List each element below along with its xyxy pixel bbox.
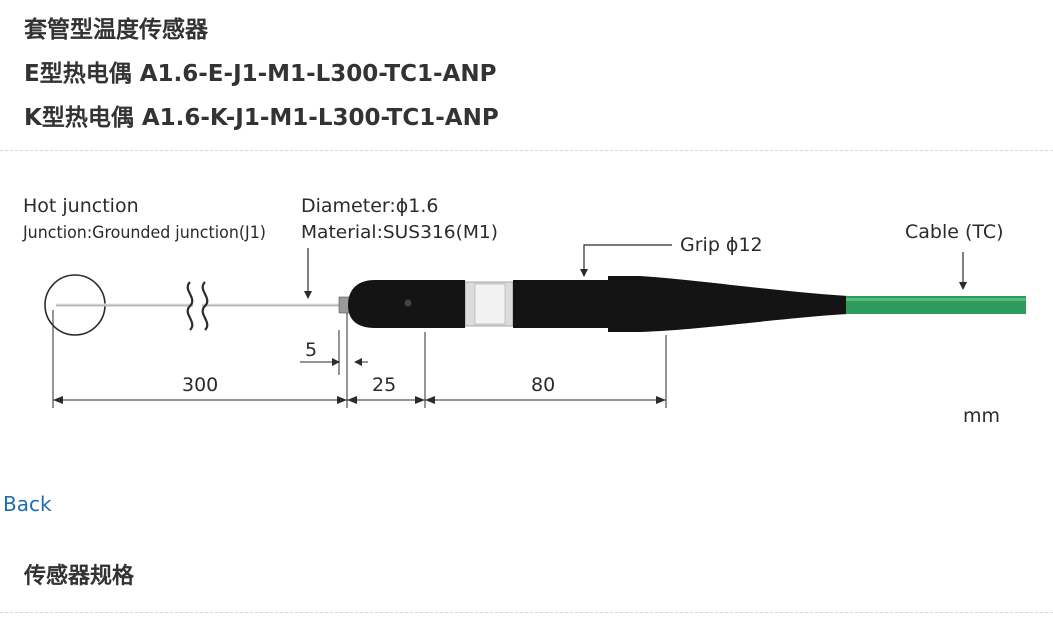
hot-junction-title: Hot junction — [23, 195, 139, 217]
break-gap — [193, 302, 202, 308]
dim-arrow-ferrule-left — [337, 396, 347, 404]
section-heading: 传感器规格 — [24, 564, 135, 589]
model-k-title: K型热电偶 A1.6-K-J1-M1-L300-TC1-ANP — [24, 105, 499, 131]
handle-body — [425, 280, 465, 328]
page-title: 套管型温度传感器 — [24, 17, 208, 43]
grip-leader — [580, 244, 672, 277]
title-block: 套管型温度传感器 E型热电偶 A1.6-E-J1-M1-L300-TC1-ANP… — [24, 8, 499, 140]
cable-label: Cable (TC) — [905, 221, 1004, 243]
dim-25-label: 25 — [372, 374, 396, 396]
grip-label: Grip ϕ12 — [680, 234, 763, 256]
break-symbol-second — [201, 281, 209, 331]
model-e-title: E型热电偶 A1.6-E-J1-M1-L300-TC1-ANP — [24, 61, 497, 87]
unit-label: mm — [963, 405, 1000, 427]
dim-arrow-cap-right — [425, 396, 435, 404]
handle-cap — [348, 280, 425, 328]
handle-cap-screw — [404, 299, 412, 307]
dim-arrow-cap-left — [415, 396, 425, 404]
dim-arrow-ferrule-right — [347, 396, 357, 404]
hot-junction-detail: Junction:Grounded junction(J1) — [22, 223, 266, 242]
diameter-label: Diameter:ϕ1.6 — [301, 195, 439, 217]
bottom-divider — [0, 612, 1053, 613]
dim-300-label: 300 — [182, 374, 218, 396]
sensor-diagram: Hot junction Junction:Grounded junction(… — [22, 195, 1026, 427]
cable-highlight — [846, 298, 1026, 301]
back-link[interactable]: Back — [3, 492, 52, 516]
break-symbol — [186, 281, 194, 331]
dim-arrow-grip — [656, 396, 666, 404]
grip-taper — [608, 276, 848, 332]
handle-label-band-inner — [474, 283, 506, 325]
handle-body-rear — [513, 280, 611, 328]
dim-80-label: 80 — [531, 374, 555, 396]
dim-arrow-start — [53, 396, 63, 404]
material-label: Material:SUS316(M1) — [301, 222, 498, 243]
top-divider — [0, 150, 1053, 151]
dim-5-label: 5 — [305, 339, 317, 361]
